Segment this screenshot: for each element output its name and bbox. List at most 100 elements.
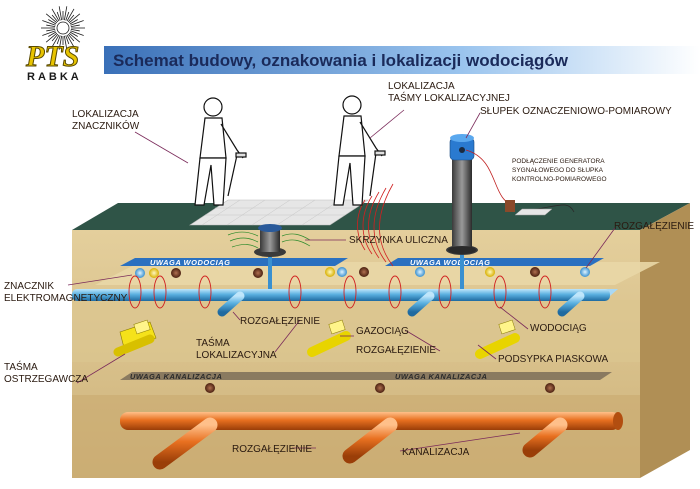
logo-ray [63,6,68,21]
marker-ball [415,267,425,277]
marker-ball [530,267,540,277]
sun-burst-icon [41,6,85,50]
label-generator-line2: SYGNAŁOWEGO DO SŁUPKA [512,167,604,174]
logo-ray [70,24,80,28]
labels: LOKALIZACJA ZNACZNIKÓW LOKALIZACJA TAŚMY… [4,81,694,458]
marker-ball [205,383,215,393]
marker-ball [545,383,555,393]
logo-ray [51,8,60,22]
logo-ray [45,13,58,24]
label-em-marker-line2: ELEKTROMAGNETYCZNY [4,293,128,304]
logo-ray [46,24,56,28]
logo: PTS RABKA [25,6,85,83]
sewer-tape-text-1: UWAGA KANALIZACJA [130,372,222,381]
label-em-marker-line1: ZNACZNIK [4,281,54,292]
label-generator-line3: KONTROLNO-POMIAROWEGO [512,176,607,183]
logo-ray [46,28,56,32]
electromagnetic-markers [135,267,590,393]
title-bar [104,46,700,74]
label-location-tape-line1: TAŚMA [196,336,230,349]
logo-ray [51,34,60,48]
logo-ray [58,6,63,21]
signal-waves-icon [357,183,394,267]
signal-generator [465,149,575,216]
person-with-detector-2 [333,95,386,206]
water-main-pipe [72,252,618,317]
logo-ray [48,31,57,37]
logo-ray [70,30,84,36]
green-field-lines [227,231,311,249]
leader-lines [67,109,616,452]
logo-ray [69,31,78,37]
sewer-tape-text-2: UWAGA KANALIZACJA [395,372,487,381]
logo-ray [67,14,75,23]
logo-ray [66,8,75,22]
label-location-tape-line2: LOKALIZACYJNA [196,350,277,361]
marker-ball [485,267,495,277]
logo-ray [69,19,78,25]
label-generator-line1: PODŁĄCZENIE GENERATORA [512,158,605,165]
logo-ray [66,34,75,48]
logo-ray [56,11,61,21]
label-branch-gas: ROZGAŁĘZIENIE [356,345,436,356]
label-water-main: WODOCIĄG [530,323,587,334]
logo-ray [56,35,61,45]
logo-ray [63,35,68,50]
post-socket-icon [459,147,465,153]
sewer-pipe [120,412,623,470]
label-warning-tape-line2: OSTRZEGAWCZA [4,374,88,385]
logo-ray [48,19,57,25]
paving-surface [188,199,370,226]
label-marking-post: SŁUPEK OZNACZENIOWO-POMIAROWY [480,106,672,117]
marker-ball [580,267,590,277]
marker-ball [135,268,145,278]
label-marker-location-line2: ZNACZNIKÓW [72,119,140,132]
logo-ray [58,35,63,50]
water-tape-text-2: UWAGA WODOCIĄG [410,258,490,267]
logo-ray [65,11,70,21]
water-warning-tape: UWAGA WODOCIĄG UWAGA WODOCIĄG [120,258,604,267]
label-branch-right: ROZGAŁĘZIENIE [614,221,694,232]
label-gas-pipe: GAZOCIĄG [356,326,409,337]
label-tape-location-line2: TAŚMY LOKALIZACYJNEJ [388,91,510,104]
label-sand-bedding: PODSYPKA PIASKOWA [498,354,609,365]
label-branch-middle: ROZGAŁĘZIENIE [240,316,320,327]
gas-pipe-2 [307,319,351,357]
label-tape-location-line1: LOKALIZACJA [388,81,455,92]
label-branch-bottom: ROZGAŁĘZIENIE [232,444,312,455]
label-street-box: SKRZYNKA ULICZNA [349,235,448,246]
marker-ball [253,268,263,278]
logo-ray [51,14,59,23]
marker-ball [359,267,369,277]
logo-ray [68,13,81,24]
logo-ray [51,33,59,42]
detection-signal-loops [128,275,552,309]
gas-pipe-1 [113,319,157,357]
marker-ball [171,268,181,278]
logo-subtitle: RABKA [27,71,82,83]
marking-post [448,134,476,254]
logo-ray [70,28,80,32]
logo-ray [45,32,58,43]
logo-mark: PTS [25,40,79,73]
label-sewer: KANALIZACJA [402,447,470,458]
logo-ray [65,35,70,45]
logo-ray [42,20,56,26]
marker-ball [149,268,159,278]
label-warning-tape-line1: TAŚMA [4,360,38,373]
logo-ray [70,20,84,26]
soil-side [640,203,690,478]
logo-ray [67,33,75,42]
marker-ball [337,267,347,277]
sewer-warning-tape: UWAGA KANALIZACJA UWAGA KANALIZACJA [120,372,612,381]
person-with-detector-1 [194,97,247,206]
water-tape-text-1: UWAGA WODOCIĄG [150,258,230,267]
logo-ray [42,30,56,36]
page-title: Schemat budowy, oznakowania i lokalizacj… [113,51,569,70]
logo-ray [68,32,81,43]
marker-ball [375,383,385,393]
street-valve-box-1 [254,224,286,257]
marker-ball [325,267,335,277]
grass-surface [72,203,690,230]
